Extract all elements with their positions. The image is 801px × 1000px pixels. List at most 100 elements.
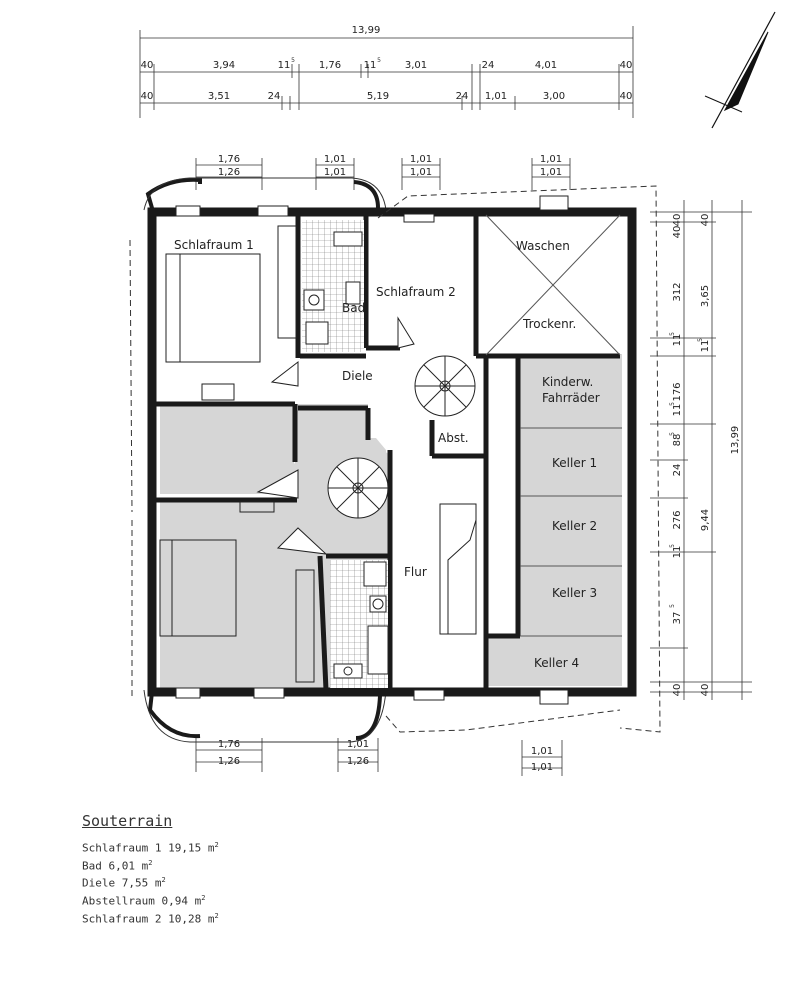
right-dim-label: 5	[669, 604, 676, 608]
inner-walls	[156, 216, 620, 691]
spiral-stairs	[327, 355, 476, 519]
window-dim-label: 1,01	[540, 154, 562, 165]
window-dim-label: 1,76	[218, 154, 240, 165]
room-fahrraeder: Fahrräder	[542, 391, 600, 405]
beds	[159, 225, 315, 683]
straight-stairs	[439, 503, 477, 635]
legend-item-unit: m	[207, 841, 215, 855]
dim-label: 40	[620, 91, 633, 102]
windows-top	[175, 195, 569, 705]
right-dim-total: 13,99	[730, 426, 741, 455]
window-dim-label: 1,01	[324, 154, 346, 165]
dim-label: 3,01	[405, 60, 427, 71]
right-dim-label: 11	[672, 334, 683, 347]
dim-label: 24	[268, 91, 281, 102]
dim-label: 40	[620, 60, 633, 71]
window-dim-label: 1,26	[347, 756, 369, 767]
right-dim-label: 5	[669, 544, 676, 548]
right-dim-label: 37	[672, 612, 683, 625]
room-keller-3: Keller 3	[552, 586, 597, 600]
room-diele: Diele	[342, 369, 373, 383]
legend-item-name: Schlafraum 1	[82, 841, 169, 855]
top-dimensions	[139, 26, 634, 118]
right-dim-label: 276	[672, 510, 683, 529]
room-keller-1: Keller 1	[552, 456, 597, 470]
room-waschen: Waschen	[516, 239, 570, 253]
room-keller-4: Keller 4	[534, 656, 579, 670]
legend-item-area: 7,55	[121, 876, 155, 890]
dim-label: 3,94	[213, 60, 235, 71]
right-dim-label: 176	[672, 382, 683, 401]
legend-item-exp: 2	[214, 911, 219, 920]
legend-item-area: 10,28	[168, 912, 208, 926]
right-dim-label: 40	[672, 226, 683, 239]
window-dim-label: 1,01	[410, 154, 432, 165]
window-dims-bottom	[195, 738, 563, 776]
bath-fixtures	[303, 231, 389, 679]
right-dim-label: 40	[672, 684, 683, 697]
dim-label: 5	[291, 57, 295, 64]
right-dim-label: 40	[700, 684, 711, 697]
legend-item: Bad 6,01 m2	[82, 856, 219, 874]
room-flur: Flur	[404, 565, 427, 579]
legend-item-unit: m	[194, 894, 202, 908]
dim-label: 4,01	[535, 60, 557, 71]
right-dim-label: 11	[672, 404, 683, 417]
outer-walls	[147, 207, 637, 697]
legend-item-area: 0,94	[161, 894, 195, 908]
dim-label: 3,00	[543, 91, 565, 102]
dim-label: 40	[141, 91, 154, 102]
room-schlafraum-1: Schlafraum 1	[174, 238, 254, 252]
window-dim-label: 1,01	[531, 746, 553, 757]
legend-item-area: 19,15	[168, 841, 208, 855]
window-dims-top	[195, 158, 571, 190]
legend-item: Schlafraum 1 19,15 m2	[82, 838, 219, 856]
legend-item-name: Schlafraum 2	[82, 912, 169, 926]
legend-item-exp: 2	[201, 893, 206, 902]
window-dim-label: 1,26	[218, 167, 240, 178]
right-dim-label: 3,65	[700, 285, 711, 307]
right-dim-label: 24	[672, 464, 683, 477]
dim-label: 1,76	[319, 60, 341, 71]
right-dim-label: 5	[669, 432, 676, 436]
dim-total-width: 13,99	[352, 25, 381, 36]
dim-label: 24	[456, 91, 469, 102]
legend-item: Abstellraum 0,94 m2	[82, 891, 219, 909]
right-dimensions	[650, 200, 752, 700]
legend-item: Schlafraum 2 10,28 m2	[82, 909, 219, 927]
right-dim-label: 40	[672, 214, 683, 227]
legend-item-name: Abstellraum	[82, 894, 162, 908]
legend-item-name: Diele	[82, 876, 122, 890]
window-dim-label: 1,01	[410, 167, 432, 178]
dim-label: 1,01	[485, 91, 507, 102]
legend-title: Souterrain	[82, 812, 173, 830]
window-dim-label: 1,01	[540, 167, 562, 178]
right-dim-label: 312	[672, 282, 683, 301]
window-dim-labels-bottom: 1,761,261,011,261,011,01	[218, 739, 553, 773]
window-dim-label: 1,01	[531, 762, 553, 773]
room-keller-2: Keller 2	[552, 519, 597, 533]
bay-windows	[145, 177, 382, 740]
window-dim-label: 1,26	[218, 756, 240, 767]
right-dim-label: 9,44	[700, 509, 711, 531]
right-dim-label: 5	[697, 338, 704, 342]
right-dim-label: 40	[700, 214, 711, 227]
legend-item: Diele 7,55 m2	[82, 873, 219, 891]
window-dim-label: 1,76	[218, 739, 240, 750]
legend-item-area: 6,01	[108, 859, 142, 873]
dim-label: 24	[482, 60, 495, 71]
dim-label: 5	[377, 57, 381, 64]
legend-item-unit: m	[141, 859, 149, 873]
window-dim-label: 1,01	[324, 167, 346, 178]
right-dim-label: 5	[669, 402, 676, 406]
legend-item-exp: 2	[214, 841, 219, 849]
legend-item-unit: m	[207, 912, 215, 926]
north-arrow-icon	[704, 11, 776, 129]
dim-label: 5,19	[367, 91, 389, 102]
right-dim-label: 11	[700, 340, 711, 353]
room-bad: Bad	[342, 301, 365, 315]
